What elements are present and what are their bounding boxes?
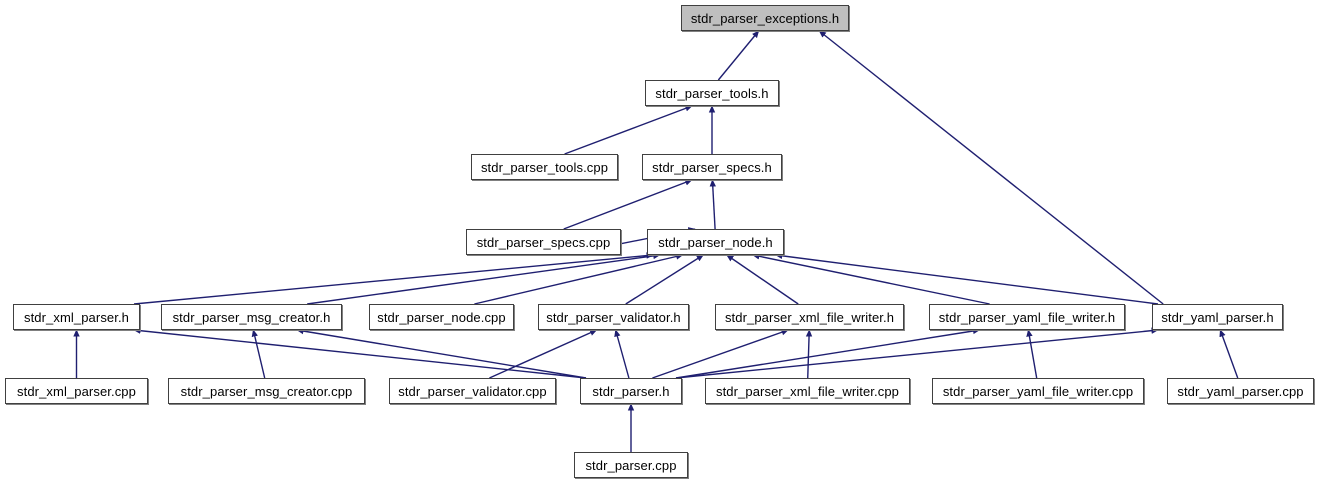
graph-node-xml_file_writer_h[interactable]: stdr_parser_xml_file_writer.h: [715, 304, 904, 330]
graph-node-node_cpp[interactable]: stdr_parser_node.cpp: [369, 304, 514, 330]
graph-edge-parser_h-to-yaml_parser_h: [675, 327, 1159, 379]
graph-edge-msg_creator_cpp-to-msg_creator_h: [251, 329, 266, 379]
graph-edge-yaml_parser_h-to-exceptions_h: [818, 30, 1164, 305]
graph-edge-node_cpp-to-node_h: [474, 253, 684, 305]
graph-edge-yaml_file_writer_cpp-to-yaml_file_writer_h: [1026, 329, 1038, 379]
graph-node-msg_creator_h[interactable]: stdr_parser_msg_creator.h: [161, 304, 342, 330]
graph-node-xml_parser_h[interactable]: stdr_xml_parser.h: [13, 304, 140, 330]
graph-edge-validator_cpp-to-validator_h: [489, 329, 598, 379]
graph-node-exceptions_h[interactable]: stdr_parser_exceptions.h: [681, 5, 849, 31]
graph-edge-yaml_file_writer_h-to-node_h: [752, 253, 990, 305]
graph-node-validator_cpp[interactable]: stdr_parser_validator.cpp: [389, 378, 556, 404]
graph-node-specs_h[interactable]: stdr_parser_specs.h: [642, 154, 782, 180]
graph-edge-tools_h-to-exceptions_h: [717, 30, 760, 81]
graph-node-validator_h[interactable]: stdr_parser_validator.h: [538, 304, 689, 330]
graph-node-yaml_parser_cpp[interactable]: stdr_yaml_parser.cpp: [1167, 378, 1314, 404]
graph-edge-specs_cpp-to-specs_h: [563, 179, 693, 230]
graph-node-msg_creator_cpp[interactable]: stdr_parser_msg_creator.cpp: [168, 378, 365, 404]
graph-edge-parser_h-to-xml_file_writer_h: [652, 329, 789, 379]
graph-node-xml_file_writer_cpp[interactable]: stdr_parser_xml_file_writer.cpp: [705, 378, 910, 404]
graph-edge-xml_parser_h-to-node_h: [133, 252, 654, 305]
graph-node-yaml_file_writer_h[interactable]: stdr_parser_yaml_file_writer.h: [929, 304, 1125, 330]
graph-node-parser_cpp[interactable]: stdr_parser.cpp: [574, 452, 688, 478]
graph-edge-msg_creator_h-to-node_h: [307, 252, 661, 305]
graph-node-node_h[interactable]: stdr_parser_node.h: [647, 229, 784, 255]
graph-node-tools_h[interactable]: stdr_parser_tools.h: [645, 80, 779, 106]
graph-edge-xml_file_writer_cpp-to-xml_file_writer_h: [805, 329, 813, 379]
graph-edge-tools_cpp-to-tools_h: [564, 105, 693, 155]
graph-edge-validator_h-to-node_h: [625, 254, 704, 305]
graph-edge-parser_h-to-xml_parser_h: [133, 327, 587, 379]
graph-node-yaml_parser_h[interactable]: stdr_yaml_parser.h: [1152, 304, 1283, 330]
graph-edge-yaml_parser_cpp-to-yaml_parser_h: [1219, 329, 1239, 379]
graph-edge-yaml_parser_h-to-node_h: [775, 252, 1159, 305]
graph-node-parser_h[interactable]: stdr_parser.h: [580, 378, 682, 404]
graph-node-xml_parser_cpp[interactable]: stdr_xml_parser.cpp: [5, 378, 148, 404]
graph-node-yaml_file_writer_cpp[interactable]: stdr_parser_yaml_file_writer.cpp: [932, 378, 1144, 404]
graph-edge-parser_h-to-msg_creator_h: [296, 327, 587, 379]
graph-node-tools_cpp[interactable]: stdr_parser_tools.cpp: [471, 154, 618, 180]
graph-edge-parser_h-to-yaml_file_writer_h: [675, 327, 981, 379]
graph-edge-node_h-to-specs_h: [709, 179, 716, 230]
graph-node-specs_cpp[interactable]: stdr_parser_specs.cpp: [466, 229, 621, 255]
graph-edge-xml_file_writer_h-to-node_h: [726, 254, 799, 305]
graph-edge-parser_h-to-validator_h: [614, 329, 630, 379]
